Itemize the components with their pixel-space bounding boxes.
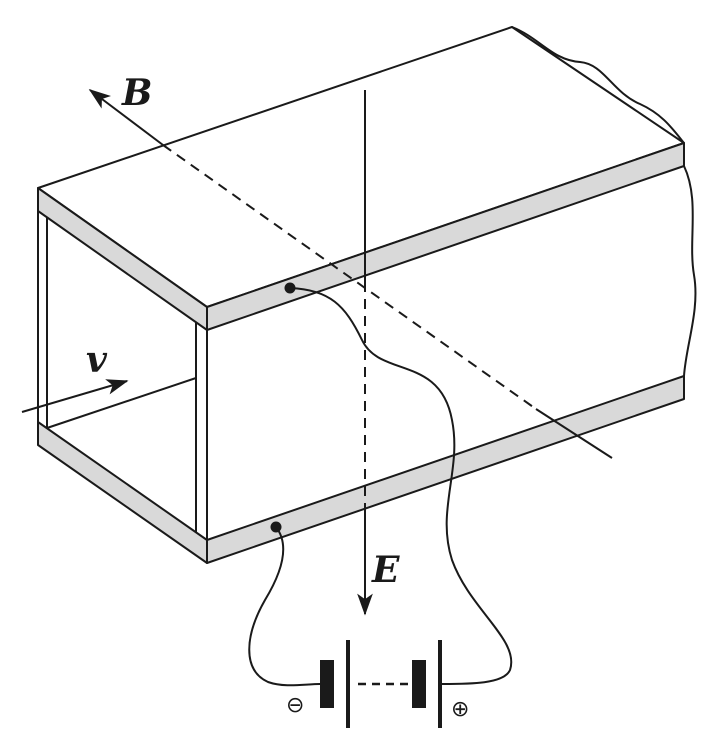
box-walls <box>37 26 697 540</box>
bottom-plate-front-edge <box>206 375 685 564</box>
bottom-plate-left-edge <box>37 421 208 564</box>
e-field-label: E <box>371 549 400 591</box>
top-plate-contact <box>284 282 296 294</box>
bottom-plate <box>37 375 685 564</box>
b-field-label: B <box>121 72 152 114</box>
velocity-label: v <box>86 339 108 381</box>
battery-cell-1-short-plate <box>320 660 334 708</box>
battery-cell-1-long-plate <box>346 640 350 728</box>
battery <box>320 640 442 728</box>
bottom-plate-inner-edge <box>46 377 197 429</box>
magnetic-field-axis <box>88 89 613 459</box>
wire-top-plate <box>289 287 513 685</box>
torn-edge-back <box>511 26 685 144</box>
velocity-arrow <box>21 379 129 413</box>
battery-cell-2-short-plate <box>412 660 426 708</box>
positive-terminal-sign: ⊕ <box>451 697 469 722</box>
b-field-tail-line <box>535 408 613 459</box>
battery-cell-2-long-plate <box>438 640 442 728</box>
wires <box>248 287 513 687</box>
negative-terminal-sign: ⊖ <box>286 693 304 718</box>
velocity-axis <box>21 379 129 413</box>
torn-edge-right <box>683 165 697 377</box>
top-plate <box>37 26 685 331</box>
b-field-arrow <box>88 89 164 146</box>
wire-bottom-plate <box>248 526 321 687</box>
b-field-hidden-line <box>162 144 537 410</box>
bottom-plate-contact <box>270 521 282 533</box>
